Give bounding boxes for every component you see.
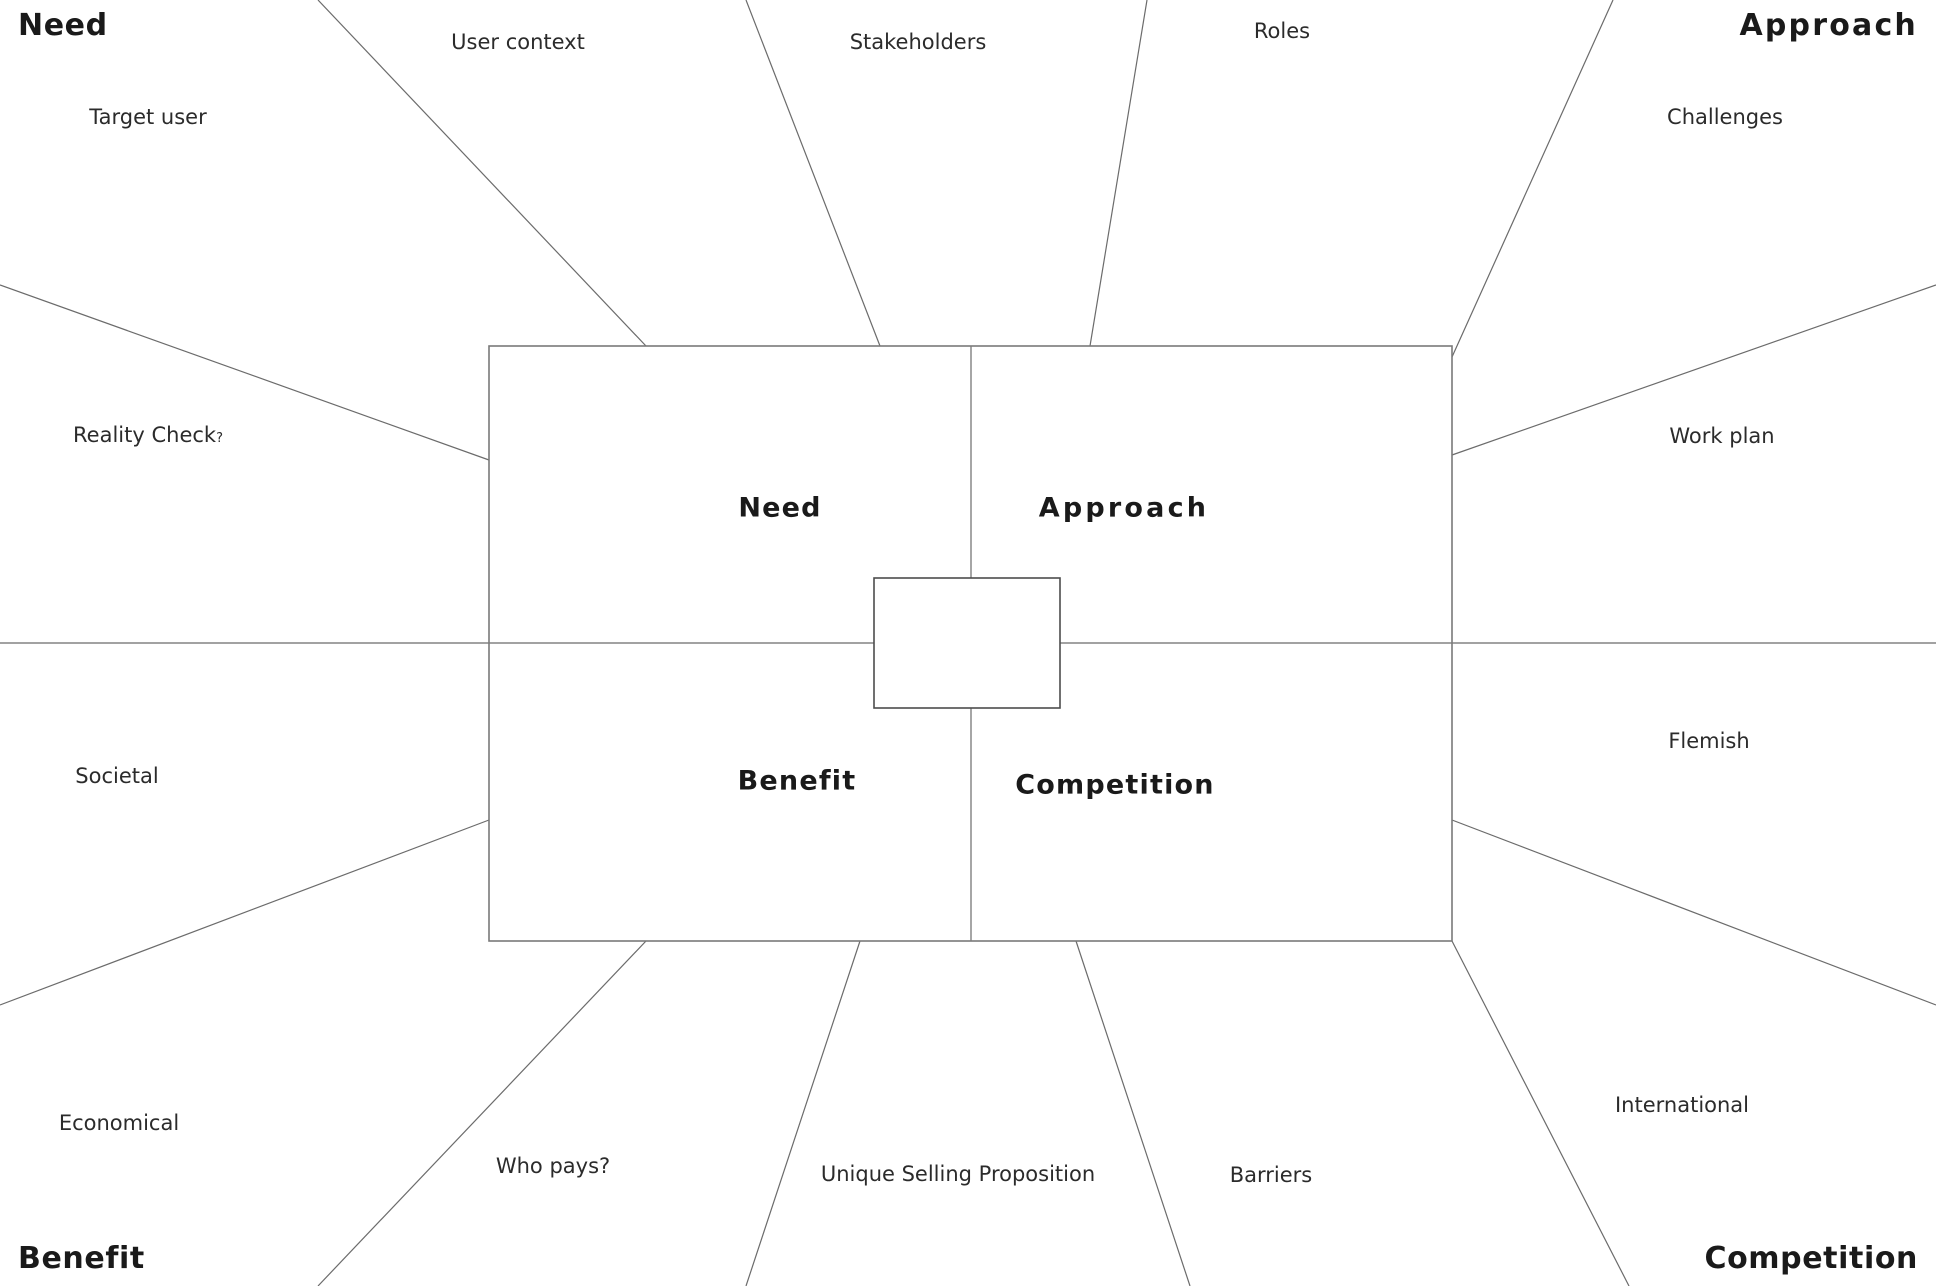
spoke-left-upper xyxy=(0,284,490,461)
spoke-label-challenges: Challenges xyxy=(1667,105,1783,129)
spoke-label-societal: Societal xyxy=(75,764,159,788)
spoke-label-user-context: User context xyxy=(451,30,585,54)
center-quadrant-label-approach: Approach xyxy=(1038,492,1210,524)
spoke-label-flemish: Flemish xyxy=(1668,729,1750,753)
spoke-label-roles: Roles xyxy=(1253,19,1311,43)
spoke-label-who-pays: Who pays? xyxy=(495,1154,611,1178)
corner-title-approach: Approach xyxy=(1739,8,1918,43)
spoke-label-barriers: Barriers xyxy=(1229,1163,1313,1187)
spoke-label-reality-check: Reality Check? xyxy=(73,423,223,447)
spoke-left-lower xyxy=(0,819,490,1006)
center-quadrant-label-benefit: Benefit xyxy=(737,765,857,797)
spoke-top-right-diag xyxy=(1451,0,1614,358)
spoke-label-stakeholders: Stakeholders xyxy=(849,30,987,54)
spoke-bottom-right-diag xyxy=(1451,940,1630,1286)
spoke-bottom-left-diag xyxy=(317,940,647,1286)
center-quadrant-label-competition: Competition xyxy=(1015,769,1215,801)
center-core-box xyxy=(873,577,1061,709)
spoke-label-unique-selling-proposition: Unique Selling Proposition xyxy=(820,1162,1096,1186)
spoke-label-economical: Economical xyxy=(58,1111,180,1135)
spoke-right-lower xyxy=(1451,819,1936,1006)
spoke-label-target-user: Target user xyxy=(89,105,207,129)
spoke-top-mid-right xyxy=(1089,0,1148,347)
center-quadrant-label-need: Need xyxy=(738,492,822,524)
spoke-top-mid-left xyxy=(745,0,881,347)
spoke-label-work-plan: Work plan xyxy=(1669,424,1775,448)
spoke-label-international: International xyxy=(1614,1093,1750,1117)
spoke-bottom-mid-right xyxy=(1075,940,1191,1286)
quadrant-outer-rectangle xyxy=(488,345,1453,942)
corner-title-competition: Competition xyxy=(1704,1241,1918,1276)
spoke-top-left-diag xyxy=(317,0,647,347)
spoke-label-reality-check-question-mark: ? xyxy=(216,431,223,446)
corner-title-need: Need xyxy=(18,8,108,43)
spoke-bottom-mid-left xyxy=(745,940,861,1286)
corner-title-benefit: Benefit xyxy=(18,1241,145,1276)
spoke-right-upper xyxy=(1451,284,1936,456)
